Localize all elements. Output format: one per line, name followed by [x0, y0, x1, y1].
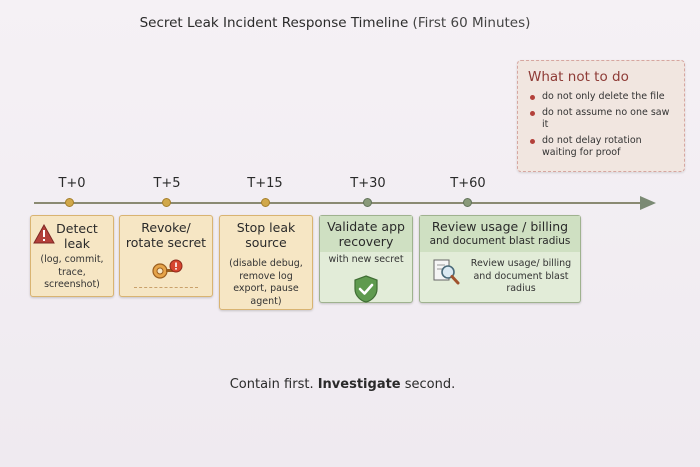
- tick-label-t0: T+0: [58, 176, 86, 191]
- card-revoke-secret: Revoke/ rotate secret: [119, 215, 213, 297]
- tick-label-t30: T+30: [350, 176, 386, 191]
- closing-part-2: Investigate: [317, 377, 401, 392]
- timeline-dot-t15: [261, 198, 270, 207]
- closing-part-3: second.: [404, 377, 456, 392]
- title-main: Secret Leak Incident Response Timeline: [139, 15, 409, 31]
- timeline-dot-t0: [65, 198, 74, 207]
- arrow-head-icon: [640, 196, 656, 210]
- closing-statement: Contain first. Investigate second.: [0, 377, 685, 392]
- warning-icon: [33, 224, 55, 244]
- card-review-usage-head: Review usage / billing: [431, 219, 569, 234]
- card-stop-leak-source-head: Stop leak source: [236, 220, 296, 250]
- card-review-usage-head-block: Review usage / billing and document blas…: [420, 216, 580, 252]
- dont-item: do not only delete the file: [528, 91, 674, 103]
- page-title: Secret Leak Incident Response Timeline (…: [0, 15, 670, 31]
- card-detect-leak-head-b: leak: [63, 236, 91, 251]
- timeline-dot-t60: [463, 198, 472, 207]
- card-detect-leak-head-a: Detect: [56, 221, 98, 236]
- timeline-dot-t5: [162, 198, 171, 207]
- tick-label-t60: T+60: [450, 176, 486, 191]
- card-stop-leak-source-body: (disable debug, remove log export, pause…: [229, 258, 303, 307]
- card-detect-leak-body: (log, commit, trace, screenshot): [40, 254, 104, 290]
- card-review-usage-sub: and document blast radius: [429, 235, 571, 247]
- card-revoke-secret-divider: [134, 287, 198, 288]
- card-validate-recovery-head: Validate app recovery: [320, 216, 412, 252]
- card-review-usage-body: Review usage/ billing and document blast…: [470, 258, 572, 294]
- what-not-to-do-title: What not to do: [528, 69, 629, 85]
- card-validate-recovery-sub: with new secret: [328, 254, 404, 265]
- tick-label-t15: T+15: [247, 176, 283, 191]
- card-validate-recovery: Validate app recovery with new secret: [319, 215, 413, 303]
- what-not-to-do-list: do not only delete the file do not assum…: [528, 91, 674, 159]
- dont-item: do not assume no one saw it: [528, 107, 674, 131]
- closing-part-1: Contain first.: [229, 377, 314, 392]
- magnifier-document-icon: [433, 259, 460, 285]
- key-alert-icon: [152, 259, 183, 279]
- title-sub: (First 60 Minutes): [412, 15, 531, 31]
- checkmark-shield-icon: [354, 274, 378, 303]
- tick-label-t5: T+5: [153, 176, 181, 191]
- what-not-to-do-box: What not to do do not only delete the fi…: [517, 60, 685, 172]
- card-revoke-secret-head: Revoke/ rotate secret: [125, 220, 207, 250]
- card-stop-leak-source: Stop leak source (disable debug, remove …: [219, 215, 313, 310]
- timeline-dot-t30: [363, 198, 372, 207]
- card-review-usage: Review usage / billing and document blas…: [419, 215, 581, 303]
- dont-item: do not delay rotation waiting for proof: [528, 135, 674, 159]
- card-detect-leak: Detect leak (log, commit, trace, screens…: [30, 215, 114, 297]
- timeline-axis: [34, 202, 644, 204]
